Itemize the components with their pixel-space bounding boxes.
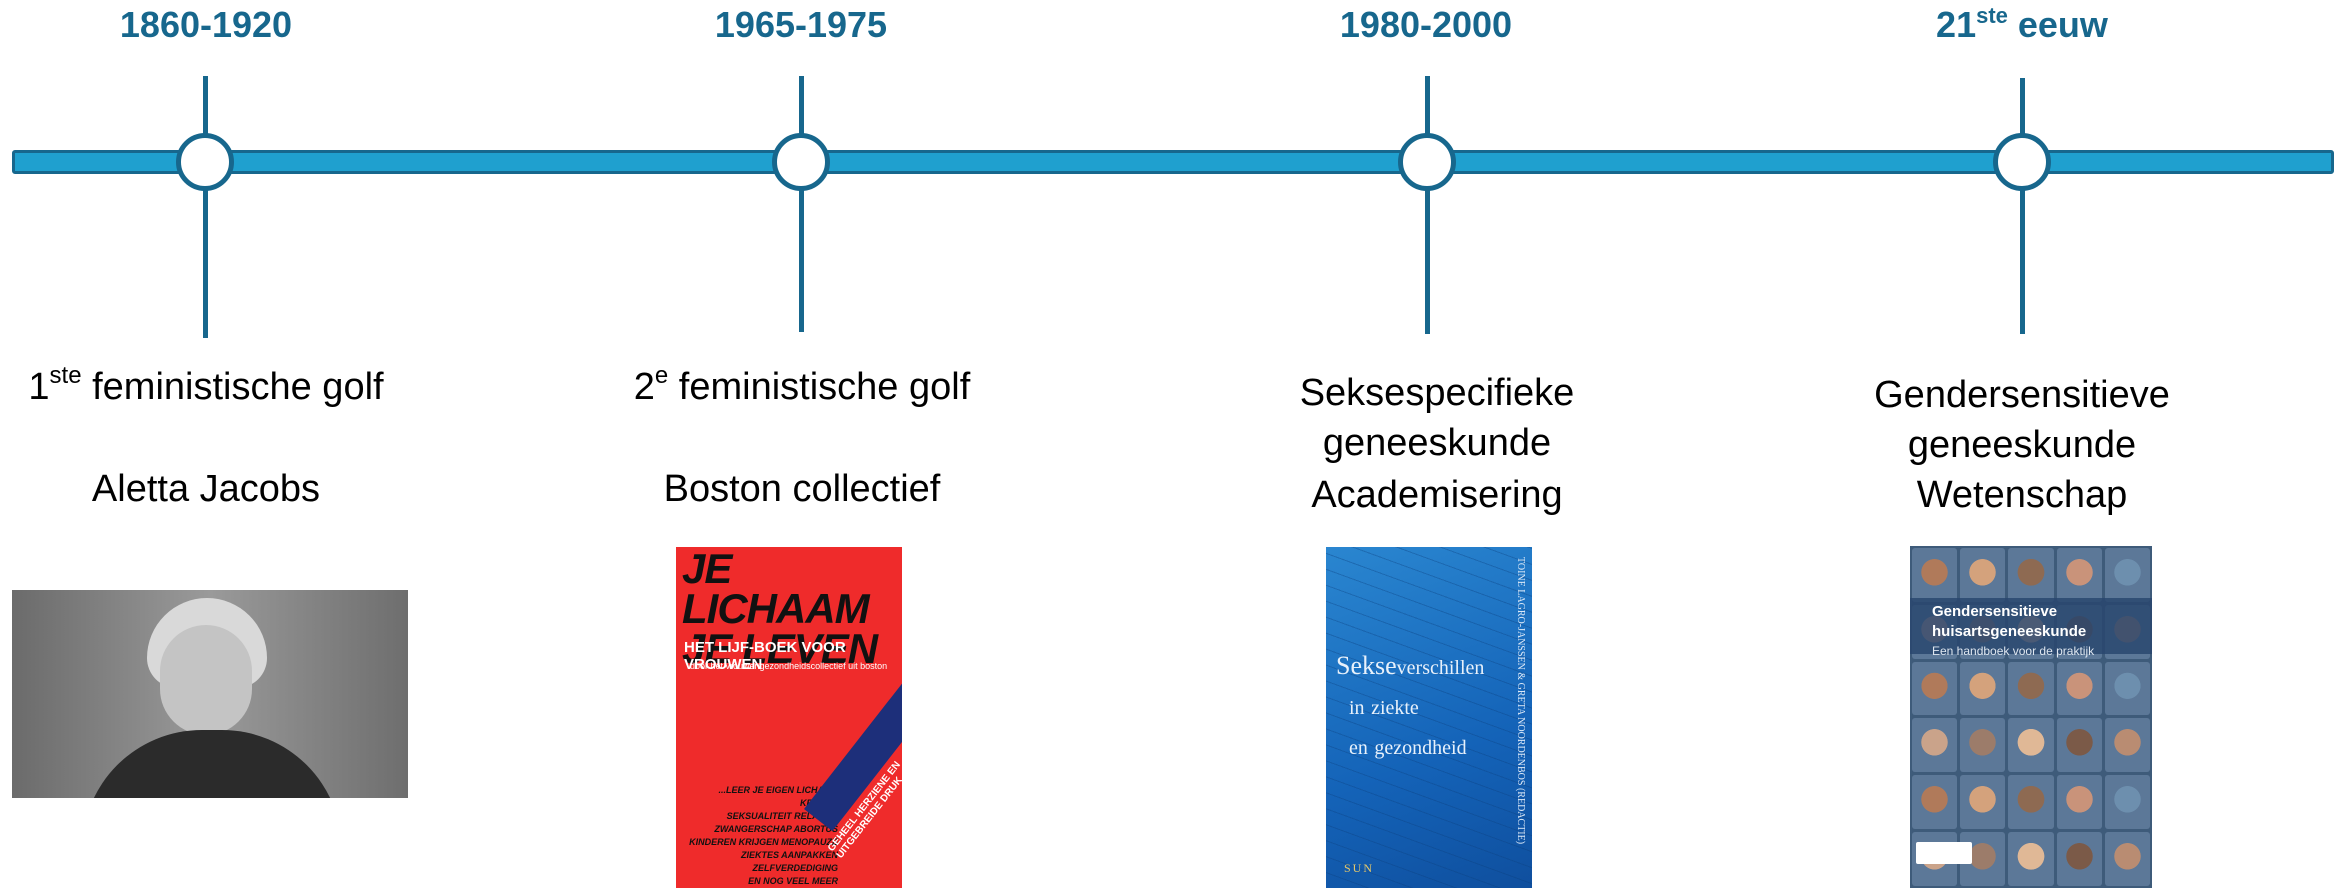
portrait-tile [2008,661,2054,716]
tick-1 [203,76,208,338]
book3-subtitle: Een handboek voor de praktijk [1932,644,2095,658]
timeline-node-2 [772,133,830,191]
timeline-axis [12,150,2334,174]
portrait-tile [2056,775,2102,830]
portrait-tile [2104,718,2150,773]
portrait-tile [2056,832,2102,886]
event-sub-2: Boston collectief [663,468,941,510]
date-2: 1965-1975 [714,4,888,45]
portrait-tile [1960,548,2006,602]
date-1: 1860-1920 [119,4,293,45]
book1-subtitle: HET LIJF-BOEK VOOR VROUWEN [684,639,846,673]
tick-4 [2020,78,2025,334]
event-sub-3: Academisering [1311,474,1563,516]
timeline-node-4 [1993,133,2051,191]
timeline-node-3 [1398,133,1456,191]
portrait-tile [2008,775,2054,830]
portrait-tile [2056,718,2102,773]
date-4: 21ste eeuw [1936,3,2108,45]
book2-spine: TOINE LAGRO-JANSSEN & GRETA NOORDENBOS (… [1515,557,1526,845]
book2-publisher: SUN [1344,861,1375,875]
portrait-photo [12,590,408,798]
event-label-4: Gendersensitieve geneeskunde Wetenschap [1812,370,2232,520]
portrait-tile [1912,548,1958,602]
portrait-tile [2008,548,2054,602]
portrait-tile [2008,832,2054,886]
book-cover-gendersensitieve-huisartsgeneeskunde: Gendersensitieve huisartsgeneeskunde Een… [1910,546,2152,888]
book1-title: JE LICHAAM JE LEVEN [682,547,878,672]
portrait-tile [1912,775,1958,830]
portrait-tile [1912,718,1958,773]
book2-title: Sekseverschillen in ziekte en gezondheid [1336,651,1485,759]
date-3: 1980-2000 [1339,4,1513,45]
portrait-tile [2104,775,2150,830]
timeline-node-1 [176,133,234,191]
portrait-tile [2056,548,2102,602]
event-sub-4: Wetenschap [1916,474,2128,516]
portrait-tile [2104,661,2150,716]
portrait-tile [2008,718,2054,773]
portrait-tile [1960,661,2006,716]
portrait-tile [1960,775,2006,830]
publisher-logo [1916,842,1972,864]
event-sub-1: Aletta Jacobs [91,468,321,510]
book3-title: Gendersensitieve huisartsgeneeskunde [1932,603,2087,640]
book-cover-sekseverschillen: TOINE LAGRO-JANSSEN & GRETA NOORDENBOS (… [1326,547,1532,888]
book1-band [804,667,902,832]
portrait-tile [1960,718,2006,773]
portrait-tile [1912,661,1958,716]
tick-2 [799,76,804,332]
tick-3 [1425,76,1430,334]
portrait-tile [2056,661,2102,716]
book1-byline: door het vrouwengezondheidscollectief ui… [690,661,888,671]
event-label-3: Seksespecifieke geneeskunde [1299,372,1575,464]
portrait-tile [2104,548,2150,602]
book-cover-je-lichaam-je-leven: JE LICHAAM JE LEVEN HET LIJF-BOEK VOOR V… [676,547,902,888]
portrait-tile [2104,832,2150,886]
event-label-1: 1ste feministische golf [28,362,384,409]
event-label-2: 2e feministische golf [633,362,971,409]
